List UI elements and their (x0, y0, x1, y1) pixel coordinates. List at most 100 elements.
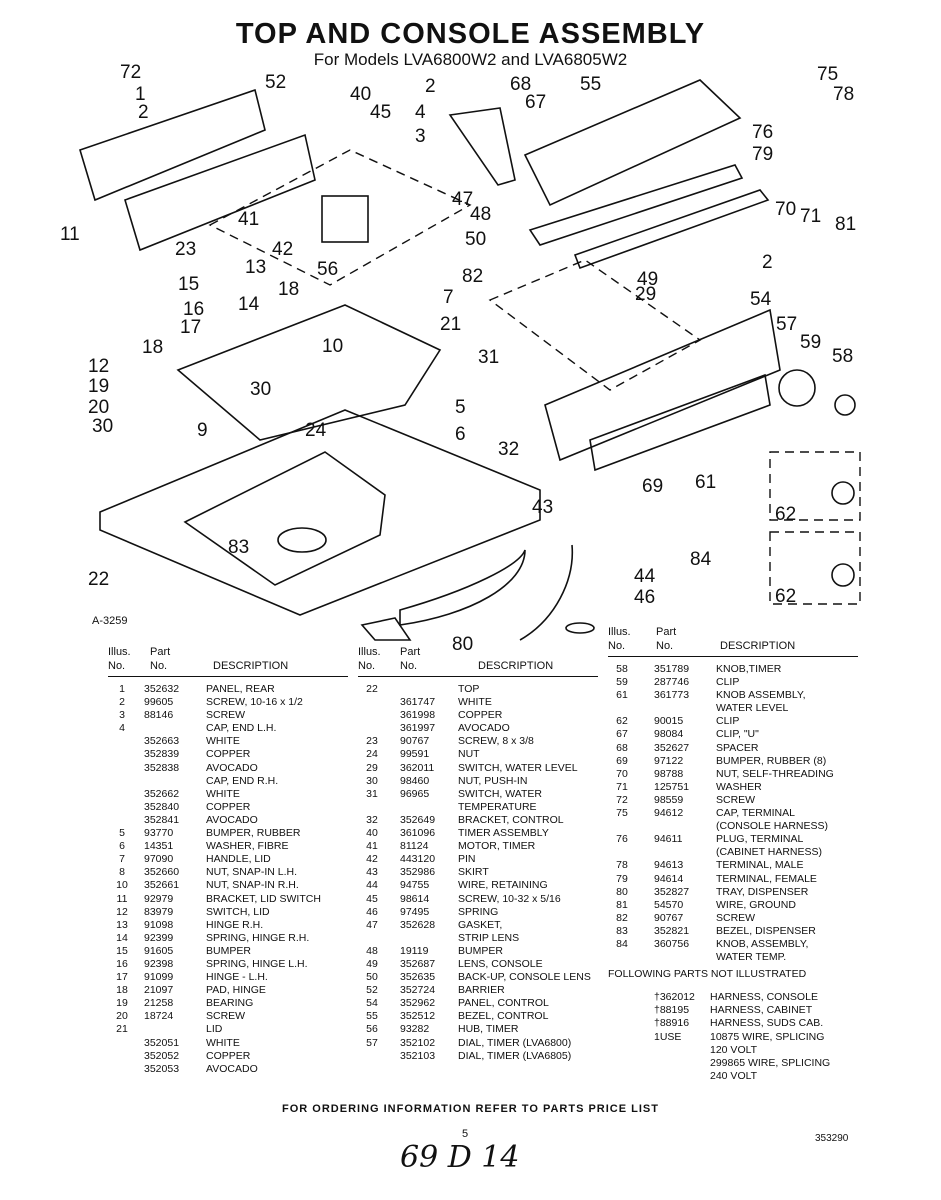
cell-desc: SWITCH, WATER (458, 787, 542, 800)
cell-desc: SPRING, HINGE R.H. (206, 931, 310, 944)
cell-part: 91099 (144, 971, 174, 984)
cell-part: 92979 (144, 892, 174, 905)
callout-44: 44 (634, 566, 656, 587)
callout-30: 30 (250, 379, 271, 400)
cell-part: 352724 (400, 984, 436, 997)
cell-part: 352962 (400, 997, 436, 1010)
cell-part: 351789 (654, 663, 690, 675)
callout-20: 20 (88, 397, 109, 418)
cell-desc: BRACKET, LID SWITCH (206, 892, 321, 905)
cell-part: 352821 (654, 924, 690, 937)
cell-illus: 50 (366, 971, 378, 984)
part-dispenser-bezel (277, 527, 327, 553)
cell-part: 90767 (400, 735, 430, 748)
cell-desc: BUMPER, RUBBER (206, 827, 301, 840)
callout-18: 18 (278, 279, 299, 300)
cell-part: 93770 (144, 827, 174, 840)
cell-illus: 12 (116, 905, 128, 918)
cell-illus: 10 (116, 879, 128, 892)
callout-21: 21 (440, 314, 461, 335)
cell-desc: PAD, HINGE (206, 984, 266, 997)
cell-part: 352660 (144, 866, 180, 879)
cell-desc: WHITE (206, 787, 240, 800)
cell-illus: 44 (366, 879, 378, 892)
cell-part: 14351 (144, 840, 174, 853)
cell-desc: TEMPERATURE (458, 800, 537, 813)
callout-49: 49 (637, 269, 658, 290)
cell-desc: PANEL, CONTROL (458, 997, 549, 1010)
part-control-bezel (523, 79, 742, 207)
cell-part: 98460 (400, 774, 430, 787)
cell-part: 361997 (400, 722, 436, 735)
cell-part: 18724 (144, 1010, 174, 1023)
cell-part: †362012 (654, 991, 695, 1004)
table-row: 240 VOLT (608, 1070, 858, 1083)
cell-desc: PIN (458, 853, 476, 866)
cell-illus: 43 (366, 866, 378, 879)
cell-desc: BEARING (206, 997, 254, 1010)
cell-part: 97090 (144, 853, 174, 866)
cell-desc: TIMER ASSEMBLY (458, 827, 549, 840)
callout-40: 40 (350, 84, 371, 105)
callout-69: 69 (642, 476, 663, 497)
col-desc: DESCRIPTION (720, 640, 796, 652)
cell-part: 361747 (400, 696, 436, 709)
part-lid (176, 304, 442, 441)
part-switch-bracket-outline (488, 259, 702, 391)
cell-illus: 5 (119, 827, 125, 840)
cell-illus: 67 (616, 728, 628, 741)
callout-4: 4 (415, 102, 426, 123)
cell-illus: 82 (616, 911, 628, 924)
cell-illus: 1 (119, 683, 125, 695)
callout-62: 62 (775, 586, 796, 607)
part-spring (565, 622, 595, 634)
col-desc: DESCRIPTION (478, 660, 554, 672)
callout-9: 9 (197, 420, 208, 441)
callout-17: 17 (180, 317, 201, 338)
table-row: 5 93770 BUMPER, RUBBER (108, 827, 348, 840)
cell-part: 94611 (654, 833, 683, 846)
cell-illus: 29 (366, 761, 378, 774)
col-no: No. (608, 640, 626, 652)
drawing-code: A-3259 (92, 615, 128, 627)
callout-5: 5 (455, 397, 466, 418)
cell-desc: PLUG, TERMINAL (716, 833, 804, 846)
cell-illus: 20 (116, 1010, 128, 1023)
handwritten-note: 69 D 14 (400, 1140, 520, 1175)
callout-71: 71 (800, 206, 821, 227)
cell-illus: 79 (616, 872, 628, 885)
cell-desc: BEZEL, DISPENSER (716, 924, 816, 937)
callout-22: 22 (88, 569, 109, 590)
callout-7: 7 (443, 287, 454, 308)
cell-part: 98614 (400, 892, 430, 905)
cell-part: 352103 (400, 1049, 436, 1062)
cell-desc: (CABINET HARNESS) (716, 846, 822, 859)
callout-16: 16 (183, 299, 204, 320)
callout-2: 2 (138, 102, 149, 123)
cell-part: 361998 (400, 709, 436, 722)
cell-illus: 40 (366, 827, 378, 840)
cell-illus: 84 (616, 937, 628, 950)
cell-part: 352986 (400, 866, 436, 879)
page-subtitle: For Models LVA6800W2 and LVA6805W2 (313, 50, 628, 69)
cell-illus: 11 (116, 892, 128, 905)
cell-part: 92399 (144, 931, 174, 944)
callout-2: 2 (762, 252, 773, 273)
